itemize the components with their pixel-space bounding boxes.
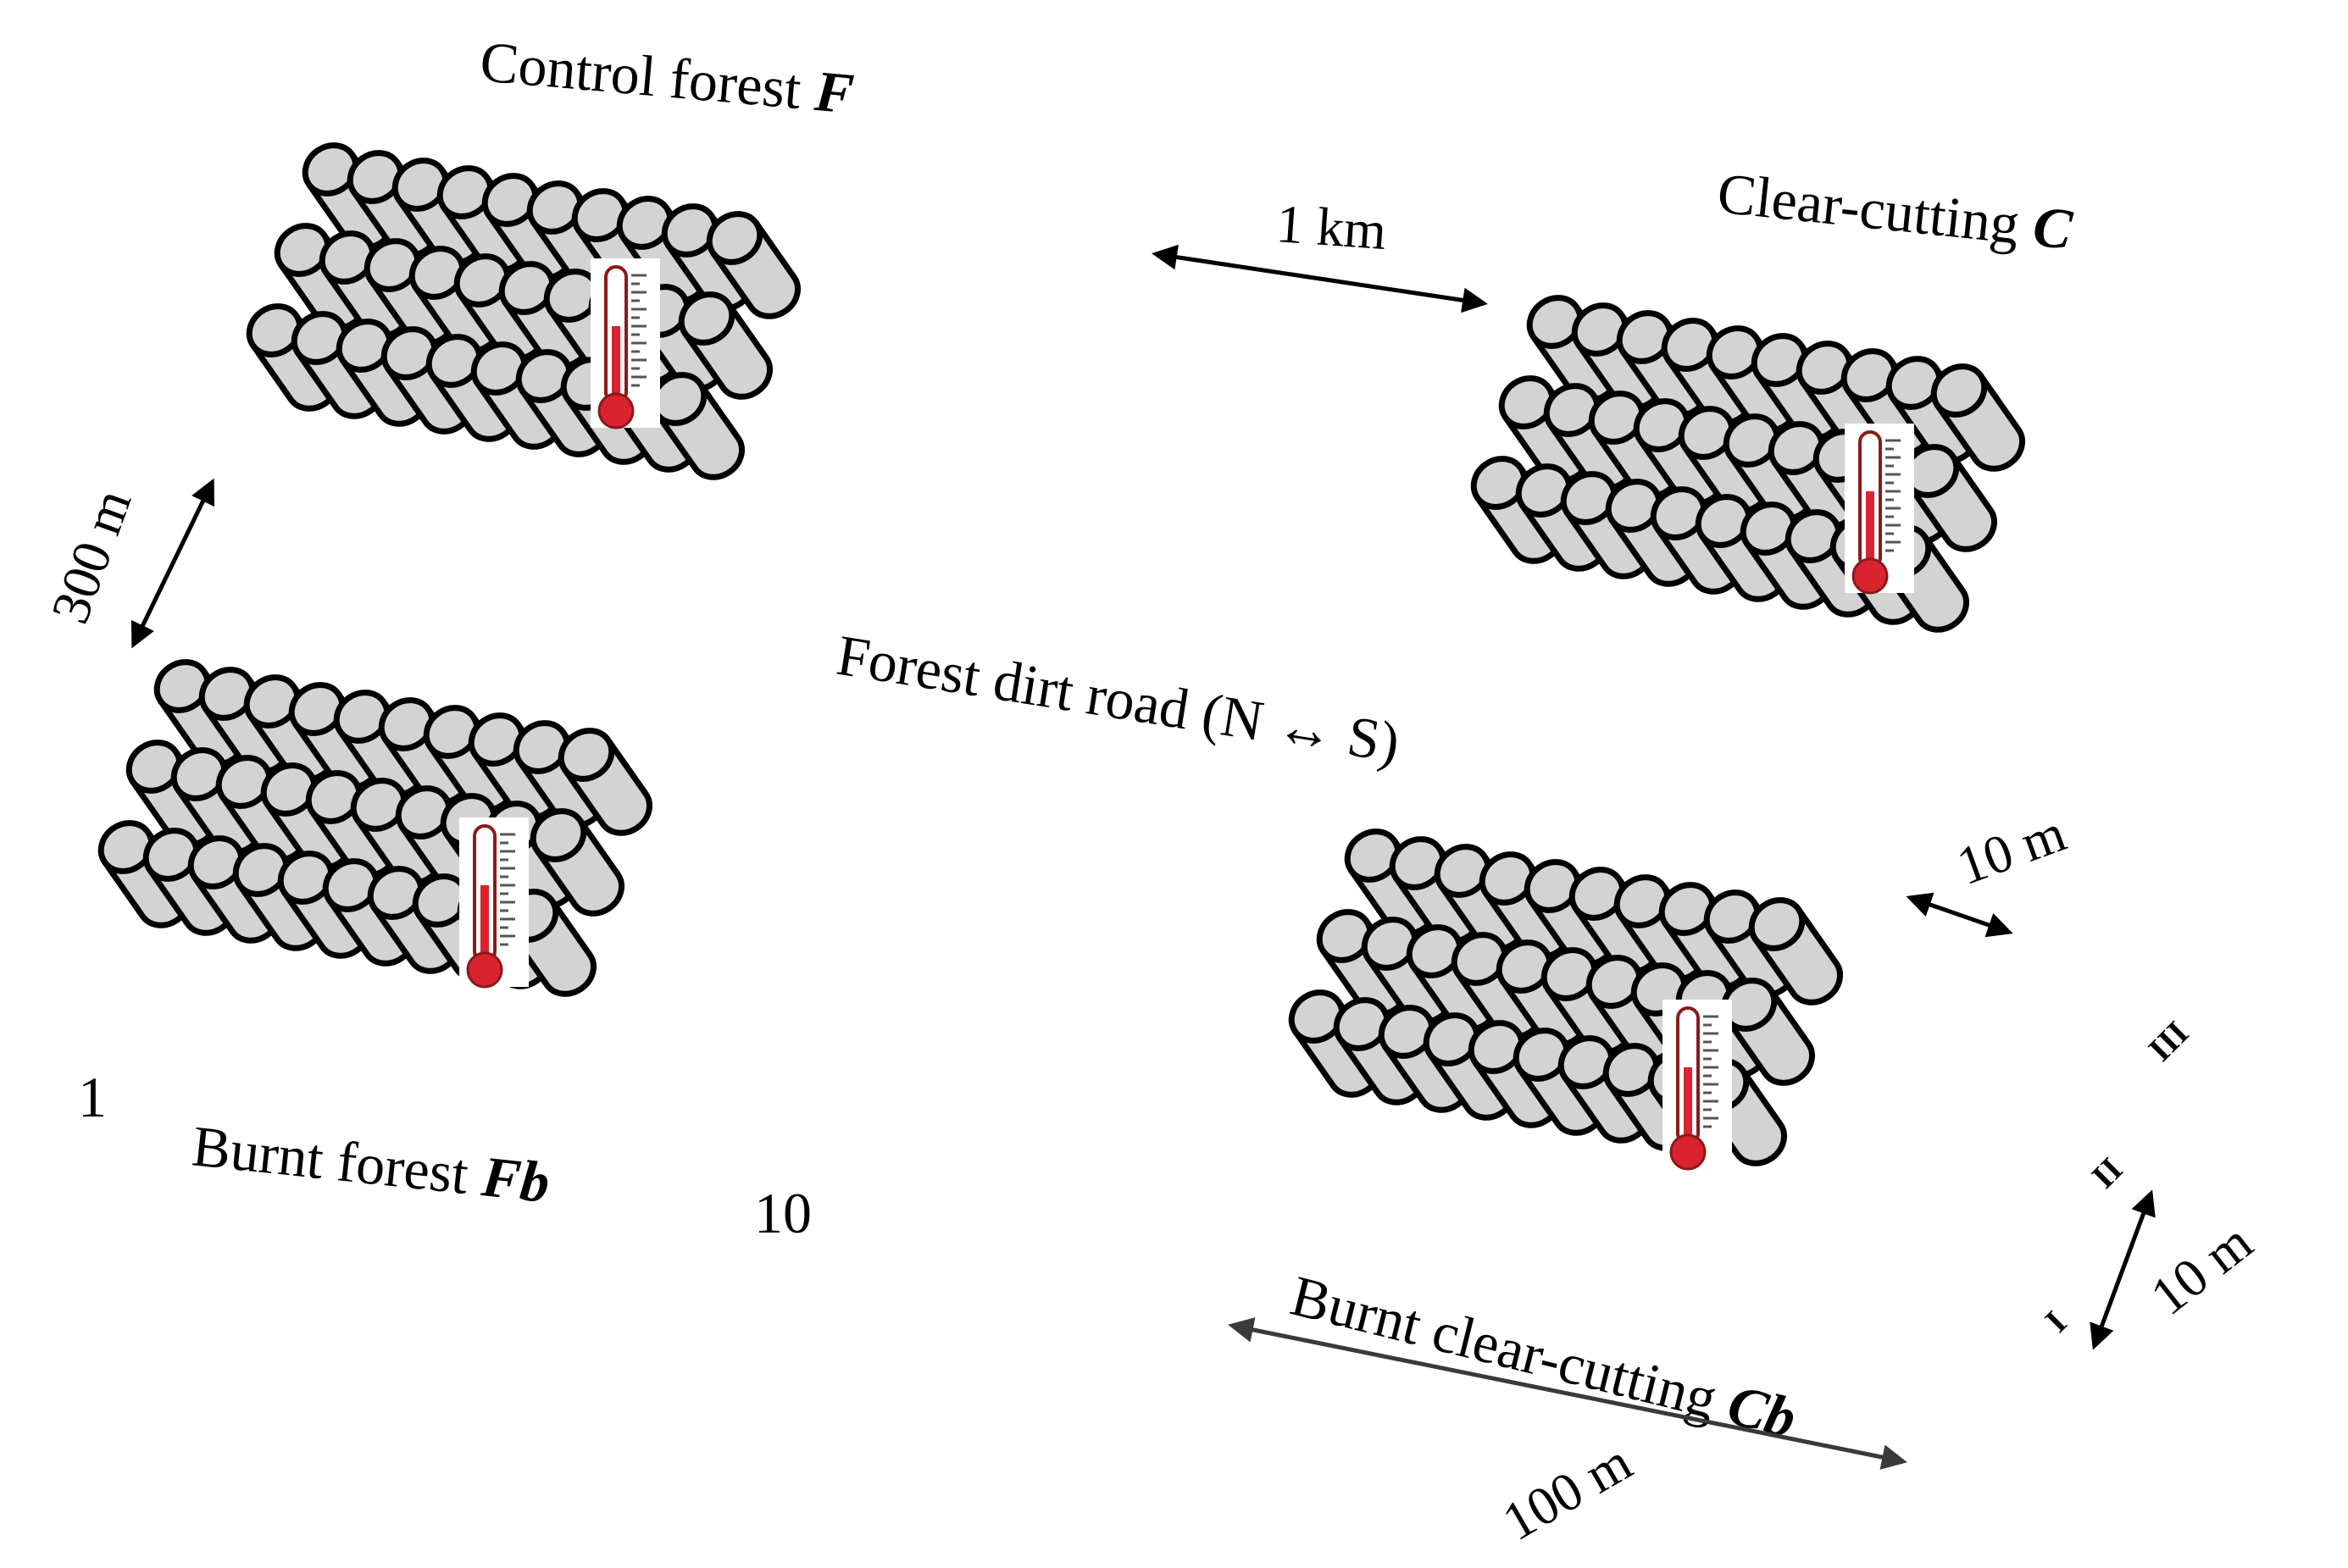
row-label-i: I [2038, 1304, 2074, 1340]
road-label: Forest dirt road (N ↔ S) [833, 623, 1404, 775]
distance-label-1km: 1 km [1274, 193, 1388, 261]
pitfall-trap-cylinder-icon [1605, 479, 1700, 587]
row-spacing-label: 10 m [2140, 1211, 2263, 1327]
burnt-forest-trap-grid [97, 659, 652, 997]
thermometer-icon [591, 258, 660, 429]
pitfall-trap-cylinder-icon [291, 311, 386, 419]
pitfall-trap-cylinder-icon [1557, 1035, 1652, 1144]
trap-spacing-arrow [1906, 892, 2013, 938]
pitfall-trap-cylinder-icon [558, 728, 652, 836]
plot-title-burnt-clear-cutting: Burnt clear-cutting Cb [1285, 1263, 1802, 1450]
trap-number-first: 1 [78, 1065, 107, 1129]
thermometer-icon [1845, 424, 1914, 595]
plot-title-burnt-forest: Burnt forest Fb [189, 1113, 552, 1215]
pitfall-trap-cylinder-icon [142, 828, 237, 936]
trap-spacing-label: 10 m [1950, 802, 2073, 896]
pitfall-trap-cylinder-icon [530, 808, 624, 917]
transect-length-arrow [1228, 1317, 1907, 1470]
pitfall-trap-cylinder-icon [380, 326, 475, 435]
pitfall-trap-cylinder-icon [1650, 486, 1745, 595]
thermometer-layer [459, 258, 1914, 1171]
row-label-ii: II [2084, 1150, 2130, 1196]
pitfall-trap-cylinder-icon [1423, 1012, 1518, 1121]
plot-title-clear-cutting: Clear-cutting C [1714, 160, 2075, 262]
distance-arrow-1km [1152, 244, 1488, 313]
thermometer-icon [1662, 1000, 1732, 1171]
plot-title-control-forest: Control forest F [478, 29, 857, 125]
burnt-clear-cutting-trap-grid [1288, 828, 1843, 1166]
pitfall-trap-cylinder-icon [1333, 997, 1428, 1105]
pitfall-trap-cylinder-icon [425, 334, 520, 442]
pitfall-trap-cylinder-icon [650, 372, 745, 480]
pitfall-trap-cylinder-icon [1470, 456, 1565, 564]
pitfall-trap-cylinder-icon [246, 303, 341, 412]
pitfall-trap-cylinder-icon [1468, 1020, 1563, 1128]
row-spacing-arrow [2090, 1189, 2156, 1350]
clear-cutting-trap-grid [1470, 295, 2025, 633]
trap-number-last: 10 [754, 1181, 812, 1245]
pitfall-trap-cylinder-icon [97, 820, 192, 928]
row-label-iii: III [2141, 1014, 2196, 1069]
pitfall-trap-cylinder-icon [1930, 363, 2025, 472]
thermometer-icon [459, 817, 529, 989]
pitfall-trap-cylinder-icon [1720, 978, 1815, 1086]
pitfall-trap-cylinder-icon [706, 211, 801, 319]
pitfall-trap-cylinder-icon [678, 291, 773, 400]
distance-label-300m: 300 m [39, 481, 142, 630]
transect-length-label: 100 m [1493, 1432, 1642, 1552]
control-forest-trap-grid [246, 142, 801, 480]
pitfall-trap-cylinder-icon [367, 866, 462, 974]
pitfall-trap-cylinder-icon [1748, 897, 1843, 1006]
distance-arrow-300m [130, 478, 215, 649]
pitfall-trap-cylinder-icon [1902, 444, 1997, 552]
